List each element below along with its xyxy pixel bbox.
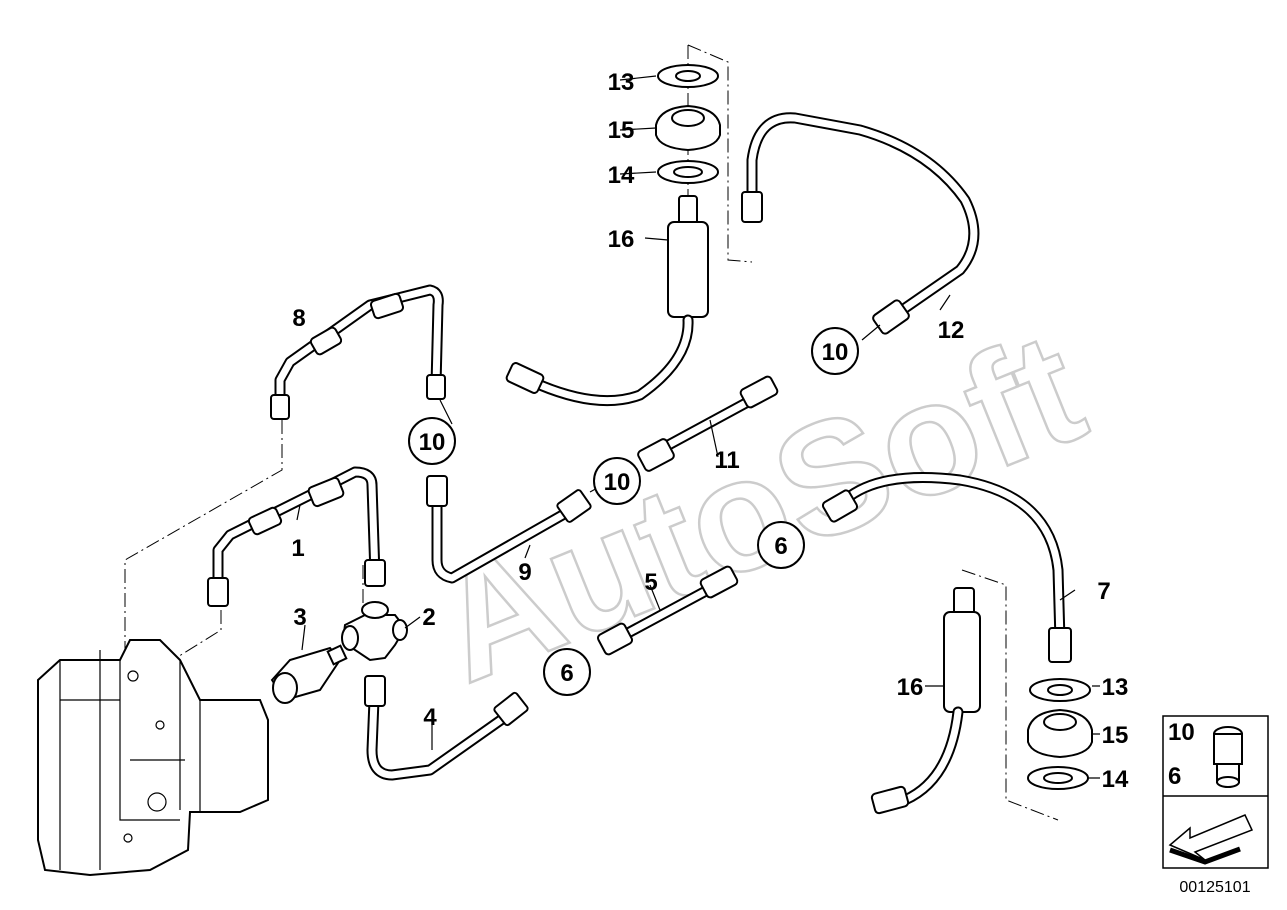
label-part-8: 8 bbox=[292, 305, 305, 332]
washer-set-lower bbox=[1027, 678, 1093, 790]
label-part-6b: 6 bbox=[560, 660, 573, 687]
label-part-7: 7 bbox=[1097, 578, 1110, 605]
label-part-10b: 10 bbox=[604, 469, 631, 496]
brake-hose-12 bbox=[741, 112, 980, 335]
label-part-16-lower: 16 bbox=[897, 674, 924, 701]
label-part-2: 2 bbox=[422, 604, 435, 631]
brake-hose-5 bbox=[597, 565, 739, 656]
label-part-16-upper: 16 bbox=[608, 226, 635, 253]
label-part-13-lower: 13 bbox=[1102, 674, 1129, 701]
legend-box: 10 6 bbox=[1162, 715, 1269, 869]
label-part-10c: 10 bbox=[822, 339, 849, 366]
label-part-6a: 6 bbox=[774, 533, 787, 560]
brake-pipe-9 bbox=[426, 475, 592, 584]
label-part-9: 9 bbox=[518, 559, 531, 586]
damper-16-lower bbox=[870, 587, 981, 815]
drawing-number: 00125101 bbox=[1179, 879, 1250, 896]
label-part-5: 5 bbox=[644, 569, 657, 596]
pressure-sensor-3 bbox=[270, 644, 348, 704]
label-part-4: 4 bbox=[423, 704, 437, 731]
watermark-text: AutoSoft bbox=[412, 297, 1105, 716]
brake-pipe-8 bbox=[270, 284, 446, 420]
callout-circle-10a bbox=[408, 417, 456, 465]
callout-circle-10b bbox=[593, 457, 641, 505]
callout-circle-6a bbox=[757, 521, 805, 569]
label-leaders bbox=[296, 75, 1100, 779]
direction-arrow-icon bbox=[1168, 814, 1254, 865]
callout-circle-10c bbox=[811, 327, 859, 375]
brake-hose-7 bbox=[821, 472, 1072, 663]
t-piece-2 bbox=[341, 601, 408, 662]
label-part-13-upper: 13 bbox=[608, 69, 635, 96]
brake-pipe-1 bbox=[207, 466, 386, 607]
label-part-3: 3 bbox=[293, 604, 306, 631]
label-part-15-lower: 15 bbox=[1102, 722, 1129, 749]
hydraulic-unit bbox=[37, 639, 269, 877]
legend-label-10: 10 bbox=[1168, 719, 1195, 746]
legend-label-6: 6 bbox=[1168, 763, 1181, 790]
label-part-12: 12 bbox=[938, 317, 965, 344]
damper-16-upper bbox=[505, 64, 721, 407]
label-part-14-lower: 14 bbox=[1102, 766, 1129, 793]
label-part-14-upper: 14 bbox=[608, 162, 635, 189]
union-nut-icon bbox=[1213, 726, 1243, 788]
label-part-1: 1 bbox=[291, 535, 304, 562]
label-part-15-upper: 15 bbox=[608, 117, 635, 144]
brake-pipe-4 bbox=[364, 675, 529, 781]
label-part-10a: 10 bbox=[419, 429, 446, 456]
callout-circle-6b bbox=[543, 648, 591, 696]
label-part-11: 11 bbox=[714, 447, 739, 474]
